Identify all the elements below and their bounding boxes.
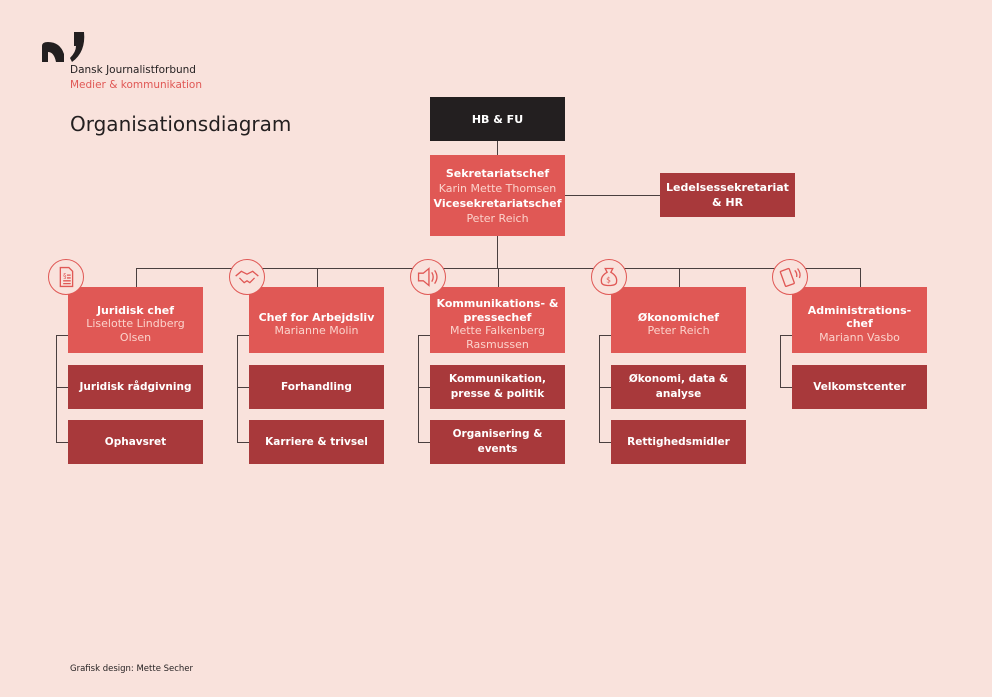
footer-credit: Grafisk design: Mette Secher [70,664,194,674]
legal-document-icon: § [48,259,84,295]
connector [780,335,781,388]
brand-tagline: Medier & kommunikation [70,79,202,91]
connector [780,387,792,388]
connector [237,387,249,388]
unit-box[interactable]: Organisering & events [430,420,565,464]
brand-name: Dansk Journalistforbund [70,64,196,76]
department-head[interactable]: Administrations-chef Mariann Vasbo [792,287,927,353]
connector [237,335,249,336]
connector [679,268,680,287]
person-name: Karin Mette Thomsen [438,181,557,195]
unit-box[interactable]: Juridisk rådgivning [68,365,203,409]
role-title: Juridisk chef [96,303,175,317]
connector [860,268,861,287]
department-head[interactable]: Juridisk chef Liselotte Lindberg Olsen [68,287,203,353]
role-title: Kommunikations- & pressechef [436,297,559,324]
connector [599,335,600,443]
unit-box[interactable]: Karriere & trivsel [249,420,384,464]
department-head[interactable]: Kommunikations- & pressechef Mette Falke… [430,287,565,353]
connector [56,442,68,443]
connector [237,442,249,443]
unit-box[interactable]: Rettighedsmidler [611,420,746,464]
person-name: Mette Falkenberg Rasmussen [449,324,546,351]
unit-box[interactable]: Kommunikation, presse & politik [430,365,565,409]
connector [317,268,318,287]
unit-box[interactable]: Ophavsret [68,420,203,464]
connector [497,236,498,268]
connector [56,335,57,443]
page-title: Organisationsdiagram [70,112,292,136]
megaphone-icon [410,259,446,295]
unit-label: Kommunikation, presse & politik [449,373,546,400]
person-name: Mariann Vasbo [819,330,900,344]
connector [497,141,498,155]
box-ledelsessekretariat[interactable]: Ledelsessekretariat & HR [660,173,795,217]
box-secretariat[interactable]: Sekretariatschef Karin Mette Thomsen Vic… [430,155,565,236]
unit-label: Ophavsret [104,435,167,448]
connector [418,335,419,443]
unit-box[interactable]: Velkomstcenter [792,365,927,409]
money-bag-icon: $ [591,259,627,295]
box-label: HB & FU [471,112,524,126]
person-name: Peter Reich [466,211,529,225]
connector [599,335,611,336]
box-label: Ledelsessekretariat & HR [666,181,789,209]
role-title: Administrations-chef [807,303,912,331]
person-name: Peter Reich [647,324,710,337]
connector [599,442,611,443]
role-title: Sekretariatschef [445,166,550,180]
unit-box[interactable]: Økonomi, data & analyse [611,365,746,409]
person-name: Marianne Molin [274,324,359,337]
connector [498,268,499,287]
connector [565,195,660,196]
connector [780,335,792,336]
unit-label: Økonomi, data & analyse [628,373,729,400]
connector [418,335,430,336]
department-head[interactable]: Chef for Arbejdsliv Marianne Molin [249,287,384,353]
box-hb-fu[interactable]: HB & FU [430,97,565,141]
unit-label: Velkomstcenter [813,380,906,393]
role-title: Vicesekretariatschef [433,196,562,210]
role-title: Chef for Arbejdsliv [258,310,375,324]
connector [599,387,611,388]
connector [418,387,430,388]
connector [56,387,68,388]
unit-label: Juridisk rådgivning [79,380,192,393]
connector [136,268,137,287]
logo [42,32,88,68]
connector [237,335,238,443]
svg-text:§: § [63,272,66,280]
logo-mark-icon [42,32,85,62]
unit-box[interactable]: Forhandling [249,365,384,409]
phone-icon [772,259,808,295]
svg-text:$: $ [606,276,611,285]
connector [418,442,430,443]
handshake-icon [229,259,265,295]
unit-label: Rettighedsmidler [627,435,730,448]
role-title: Økonomichef [637,310,720,324]
unit-label: Organisering & events [452,428,543,455]
connector [56,335,68,336]
department-head[interactable]: Økonomichef Peter Reich [611,287,746,353]
unit-label: Karriere & trivsel [265,435,368,448]
person-name: Liselotte Lindberg Olsen [86,317,185,344]
unit-label: Forhandling [281,380,352,393]
